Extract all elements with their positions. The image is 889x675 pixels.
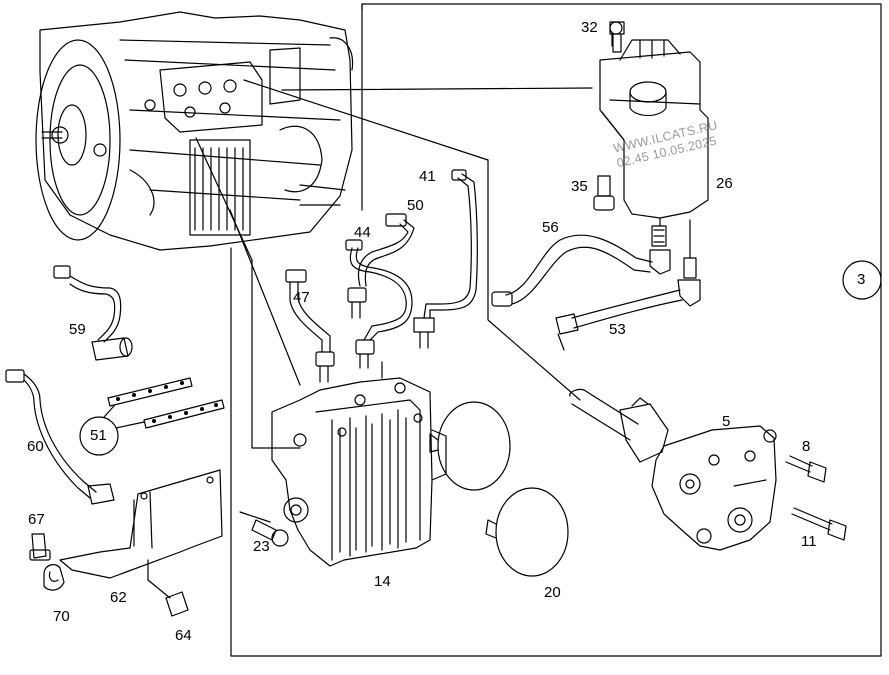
label-56: 56 (542, 219, 559, 236)
label-62: 62 (110, 589, 127, 606)
label-3: 3 (857, 271, 866, 288)
bolt-67 (29, 533, 51, 561)
bolt-8 (785, 455, 827, 483)
label-44: 44 (354, 224, 371, 241)
accumulator-20 (485, 487, 569, 577)
pipe-41 (413, 169, 478, 349)
bolt-23 (239, 511, 289, 547)
clip-70 (43, 564, 65, 591)
label-67: 67 (28, 511, 45, 528)
label-47: 47 (293, 289, 310, 306)
pipe-60 (5, 369, 115, 505)
bolt-35 (593, 175, 615, 211)
pipe-50 (357, 213, 415, 287)
label-35: 35 (571, 178, 588, 195)
shield-62 (59, 469, 223, 579)
assembly-frame (230, 3, 882, 657)
pipe-59 (53, 265, 133, 361)
inset-leader-lines (195, 79, 593, 449)
gasket-51 (79, 377, 225, 456)
callout-circle-3 (842, 260, 882, 300)
label-59: 59 (69, 321, 86, 338)
label-14: 14 (374, 573, 391, 590)
label-20: 20 (544, 584, 561, 601)
reservoir-fittings (649, 217, 701, 307)
label-8: 8 (802, 438, 811, 455)
label-5: 5 (722, 413, 731, 430)
label-26: 26 (716, 175, 733, 192)
pipe-44 (345, 239, 413, 369)
label-41: 41 (419, 168, 436, 185)
valve-block-5 (569, 388, 777, 551)
label-50: 50 (407, 197, 424, 214)
reservoir-26 (599, 21, 709, 219)
control-module-14 (271, 377, 447, 567)
label-64: 64 (175, 627, 192, 644)
label-60: 60 (27, 438, 44, 455)
label-53: 53 (609, 321, 626, 338)
bolt-64 (147, 559, 189, 617)
label-51: 51 (90, 427, 107, 444)
transmission-inset (35, 11, 354, 251)
hose-53 (555, 289, 683, 351)
hose-56 (491, 234, 653, 307)
label-11: 11 (801, 533, 817, 550)
label-23: 23 (253, 538, 270, 555)
bolt-11 (791, 507, 847, 541)
label-32: 32 (581, 19, 598, 36)
label-70: 70 (53, 608, 70, 625)
accumulator-upper (429, 401, 511, 491)
bolt-32 (609, 21, 625, 53)
pipe-47 (285, 269, 335, 383)
